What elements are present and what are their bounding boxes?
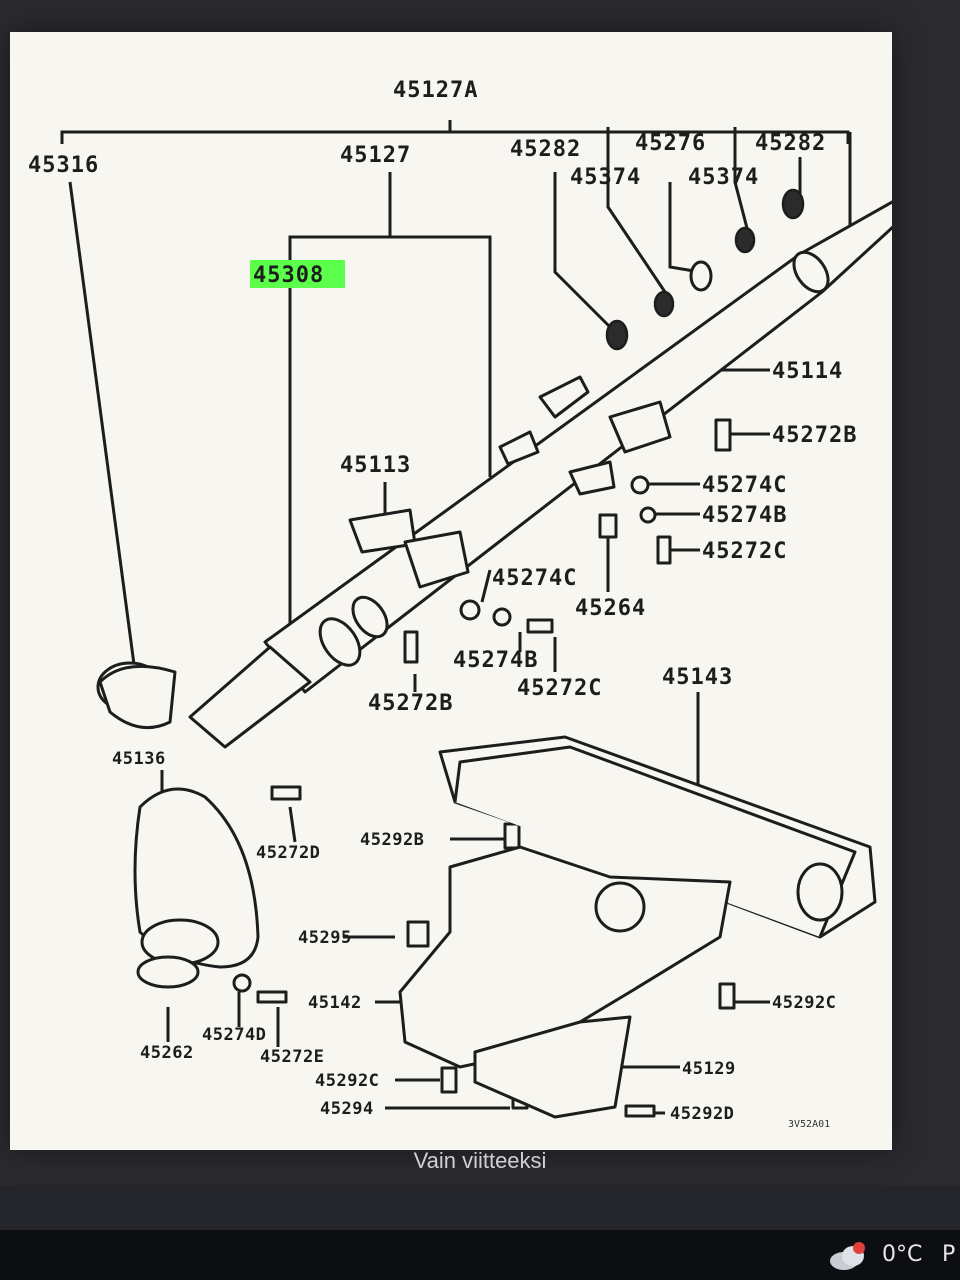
label-45295: 45295 xyxy=(298,928,352,948)
label-45282-right: 45282 xyxy=(755,131,826,156)
label-45127: 45127 xyxy=(340,143,411,168)
fasteners xyxy=(232,188,805,1118)
label-assembly: 45127A xyxy=(393,78,478,103)
steering-column-shaft xyxy=(188,200,892,749)
label-45274c-mid: 45274C xyxy=(492,566,577,591)
label-45129: 45129 xyxy=(682,1059,736,1079)
column-brackets xyxy=(348,375,672,589)
drawing-code: 3V52A01 xyxy=(788,1119,830,1130)
label-45308: 45308 xyxy=(253,263,324,288)
label-45142: 45142 xyxy=(308,993,362,1013)
taskbar: 0°C P xyxy=(0,1230,960,1280)
label-45374-left: 45374 xyxy=(570,165,641,190)
assembly-bracket xyxy=(60,120,850,144)
image-caption: Vain viitteeksi xyxy=(413,1148,547,1173)
label-45262: 45262 xyxy=(140,1043,194,1063)
label-45143: 45143 xyxy=(662,665,733,690)
label-45274b-mid: 45274B xyxy=(453,648,538,673)
label-45272b-lower: 45272B xyxy=(368,691,453,716)
label-45274d: 45274D xyxy=(202,1025,266,1045)
label-45292c-right: 45292C xyxy=(772,993,836,1013)
leader-lines xyxy=(68,127,852,1115)
label-45374-right: 45374 xyxy=(688,165,759,190)
weather-alert-badge xyxy=(853,1242,865,1254)
label-45294: 45294 xyxy=(320,1099,374,1119)
label-45136: 45136 xyxy=(112,749,166,769)
label-45274c-right: 45274C xyxy=(702,473,787,498)
dust-boot xyxy=(96,661,177,730)
label-45272c-mid: 45272C xyxy=(517,676,602,701)
image-viewer-panel: 45127A 45316 45127 45308 45282 45276 452… xyxy=(0,0,960,1185)
taskbar-overflow-text[interactable]: P xyxy=(942,1242,956,1267)
label-45316: 45316 xyxy=(28,153,99,178)
label-45292c-left: 45292C xyxy=(315,1071,379,1091)
label-45274b-right: 45274B xyxy=(702,503,787,528)
column-shroud xyxy=(133,787,260,989)
label-45292b: 45292B xyxy=(360,830,424,850)
label-45272e: 45272E xyxy=(260,1047,324,1067)
label-45113: 45113 xyxy=(340,453,411,478)
label-45272c-right: 45272C xyxy=(702,539,787,564)
label-45272d: 45272D xyxy=(256,843,320,863)
steering-column-diagram: 45127A 45316 45127 45308 45282 45276 452… xyxy=(28,78,892,1130)
label-45272b-top: 45272B xyxy=(772,423,857,448)
part-labels: 45127A 45316 45127 45308 45282 45276 452… xyxy=(28,78,857,1130)
parts-diagram: 45127A 45316 45127 45308 45282 45276 452… xyxy=(10,32,892,1150)
label-45276: 45276 xyxy=(635,131,706,156)
weather-temperature[interactable]: 0°C xyxy=(882,1242,923,1267)
label-45282-left: 45282 xyxy=(510,137,581,162)
lower-bracket xyxy=(398,735,877,1119)
label-45292d: 45292D xyxy=(670,1104,734,1124)
label-45264: 45264 xyxy=(575,596,646,621)
label-45114: 45114 xyxy=(772,359,843,384)
cloudy-weather-icon[interactable] xyxy=(826,1240,870,1272)
highlighted-part-marker xyxy=(250,260,345,288)
